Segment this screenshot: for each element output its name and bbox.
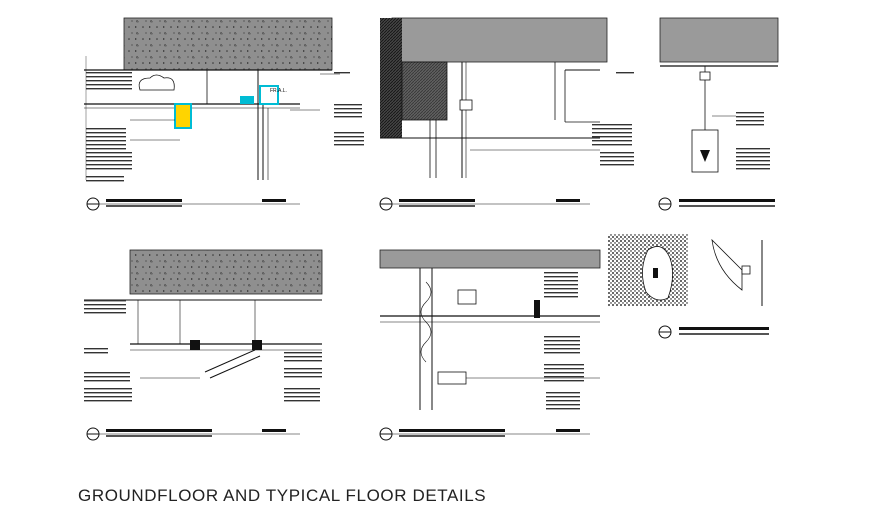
fixture-label: FR.A.L.	[270, 88, 287, 94]
detail-5-column-section	[379, 249, 601, 441]
brick-wall	[380, 18, 402, 138]
concrete-slab	[123, 17, 333, 71]
detail-3-pendant-section	[658, 17, 779, 211]
detail-1-ceiling-section: FR.A.L.	[84, 17, 364, 211]
detail-6-plan-detail	[608, 234, 770, 339]
detail-4-ceiling-section	[84, 249, 323, 441]
sheet-title: GROUNDFLOOR AND TYPICAL FLOOR DETAILS	[78, 486, 487, 505]
light-fixture	[174, 103, 192, 129]
detail-2-wall-section	[379, 17, 634, 211]
